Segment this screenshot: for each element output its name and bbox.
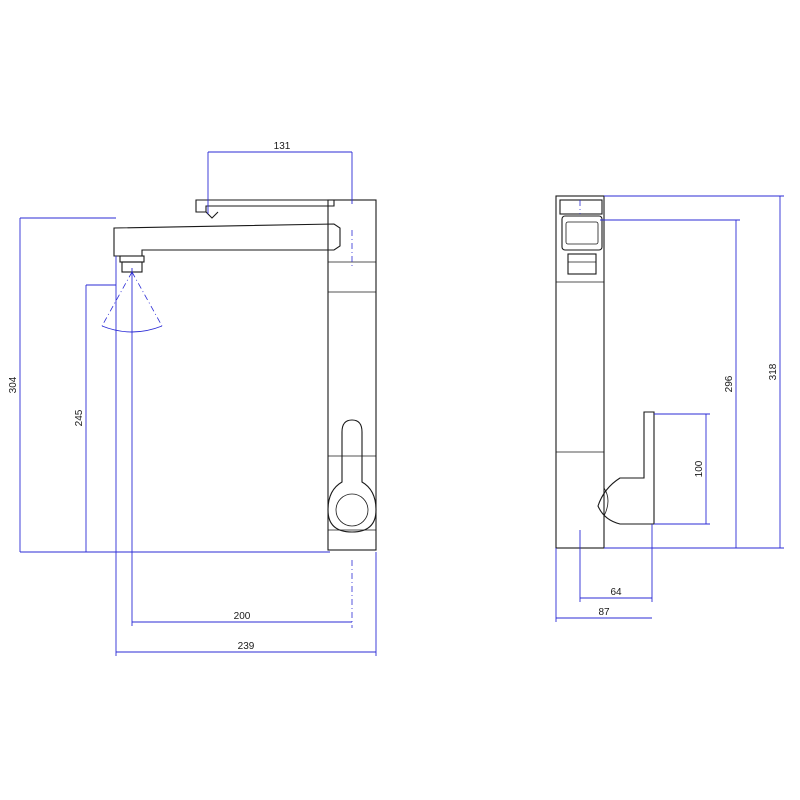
lever-handle (327, 419, 377, 533)
top-spout-arm (195, 199, 335, 219)
horizontal-spout (113, 223, 341, 273)
dimension-131: 131 (207, 141, 353, 214)
front-view: 131 304 245 200 239 (8, 141, 377, 656)
dimension-296: 296 (600, 219, 740, 548)
dimension-label-245: 245 (74, 409, 85, 426)
dimension-304: 304 (8, 217, 330, 553)
dimension-label-304: 304 (8, 376, 19, 393)
dimension-label-64: 64 (610, 587, 622, 598)
dimension-label-318: 318 (768, 363, 779, 380)
side-lever (597, 411, 655, 525)
dimension-label-131: 131 (274, 141, 291, 152)
dimension-64: 64 (579, 524, 653, 602)
dimension-239: 239 (115, 256, 377, 656)
dimension-318: 318 (604, 195, 784, 549)
side-body (555, 195, 605, 549)
dimension-100: 100 (654, 413, 710, 525)
dimension-label-239: 239 (238, 641, 255, 652)
dimension-245: 245 (74, 284, 116, 552)
dimension-87: 87 (555, 548, 652, 622)
dimension-label-200: 200 (234, 611, 251, 622)
dimension-200: 200 (131, 268, 352, 626)
side-view: 318 296 100 64 87 (555, 195, 784, 622)
dimension-label-87: 87 (598, 607, 610, 618)
side-spout-head (559, 199, 603, 275)
dimension-label-100: 100 (694, 460, 705, 477)
dimension-label-296: 296 (724, 375, 735, 392)
